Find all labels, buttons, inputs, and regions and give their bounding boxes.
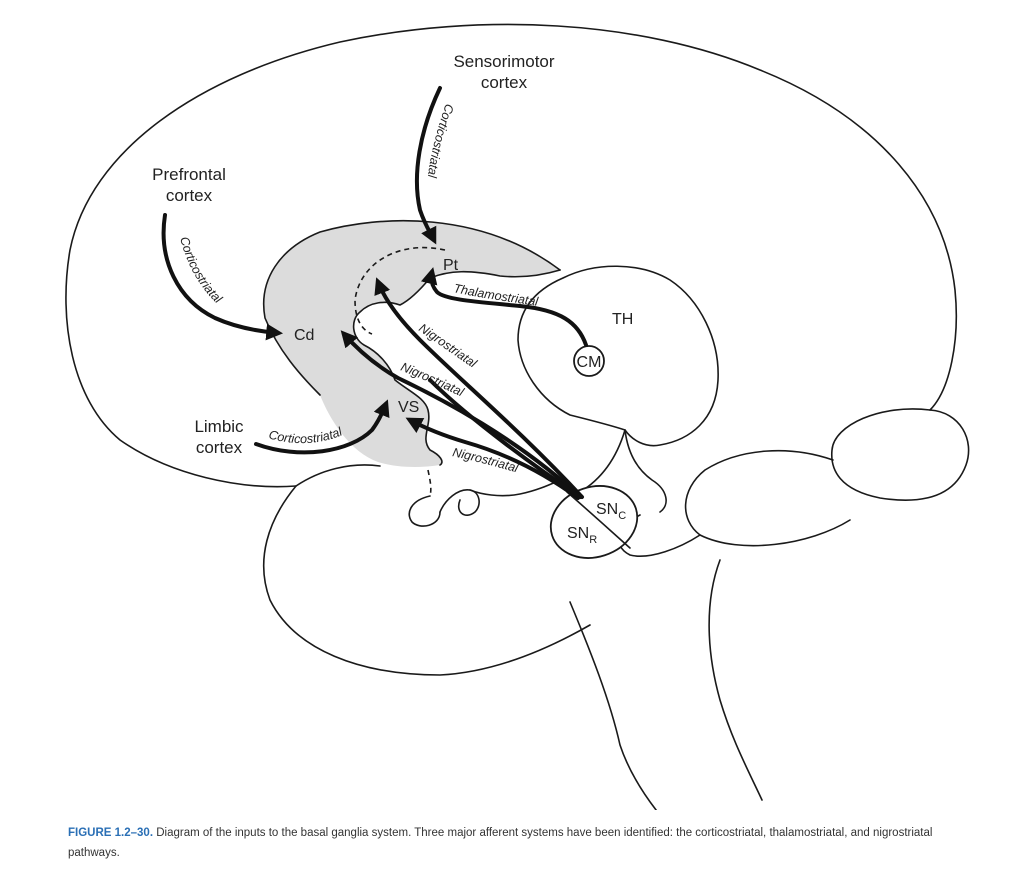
limbic-cortex-label: Limbic cortex	[194, 417, 244, 457]
snc-label-sub: C	[618, 510, 626, 522]
pt-label: Pt	[443, 257, 459, 274]
sensorimotor-label-line2: cortex	[481, 73, 528, 92]
cm-label: CM	[577, 354, 602, 371]
nigrostriatal-fan-line	[428, 378, 582, 499]
sensorimotor-cortex-label: Sensorimotor cortex	[453, 52, 554, 92]
figure-number: FIGURE 1.2–30.	[68, 827, 154, 839]
caption-text: Diagram of the inputs to the basal gangl…	[68, 827, 933, 859]
corticostriatal-sensorimotor-arrow	[414, 86, 442, 245]
ventral-forebrain-contours	[408, 477, 566, 527]
corticostriatal-limbic-label-text: Corticostriatal	[267, 424, 345, 446]
nigrostriatal-vs-arrow	[405, 417, 580, 500]
snc-label-main: SN	[596, 501, 618, 518]
snr-label-sub: R	[589, 534, 597, 546]
brain-outline	[65, 23, 970, 810]
limbic-label-line2: cortex	[196, 438, 243, 457]
cd-label: Cd	[294, 327, 314, 344]
cm-nucleus	[573, 345, 605, 377]
striatum-shading	[263, 220, 560, 467]
prefrontal-label-line1: Prefrontal	[152, 165, 226, 184]
dashed-contour-upper	[354, 246, 446, 335]
th-label: TH	[612, 311, 633, 328]
basal-ganglia-diagram: TH CM SNC SNR Sensorimotor cortex Prefro…	[65, 23, 970, 810]
corticostriatal-prefrontal-arrow	[161, 213, 284, 341]
snc-label: SNC	[596, 501, 626, 522]
dashed-contour-lower	[427, 469, 432, 497]
snr-label: SNR	[567, 525, 597, 546]
nigrostriatal-pt-arrow	[374, 277, 584, 499]
limbic-label-line1: Limbic	[194, 417, 244, 436]
sensorimotor-label-line1: Sensorimotor	[453, 52, 554, 71]
snr-label-main: SN	[567, 525, 589, 542]
figure-caption: FIGURE 1.2–30. Diagram of the inputs to …	[68, 823, 968, 863]
prefrontal-label-line2: cortex	[166, 186, 213, 205]
vs-label: VS	[398, 399, 419, 416]
corticostriatal-limbic-label: Corticostriatal	[267, 424, 345, 446]
prefrontal-cortex-label: Prefrontal cortex	[152, 165, 226, 205]
substantia-nigra: SNC SNR	[549, 485, 639, 559]
thalamostriatal-arrow	[421, 267, 588, 347]
nigrostriatal-cd-arrow	[340, 330, 582, 499]
corticostriatal-limbic-arrow	[254, 399, 390, 455]
